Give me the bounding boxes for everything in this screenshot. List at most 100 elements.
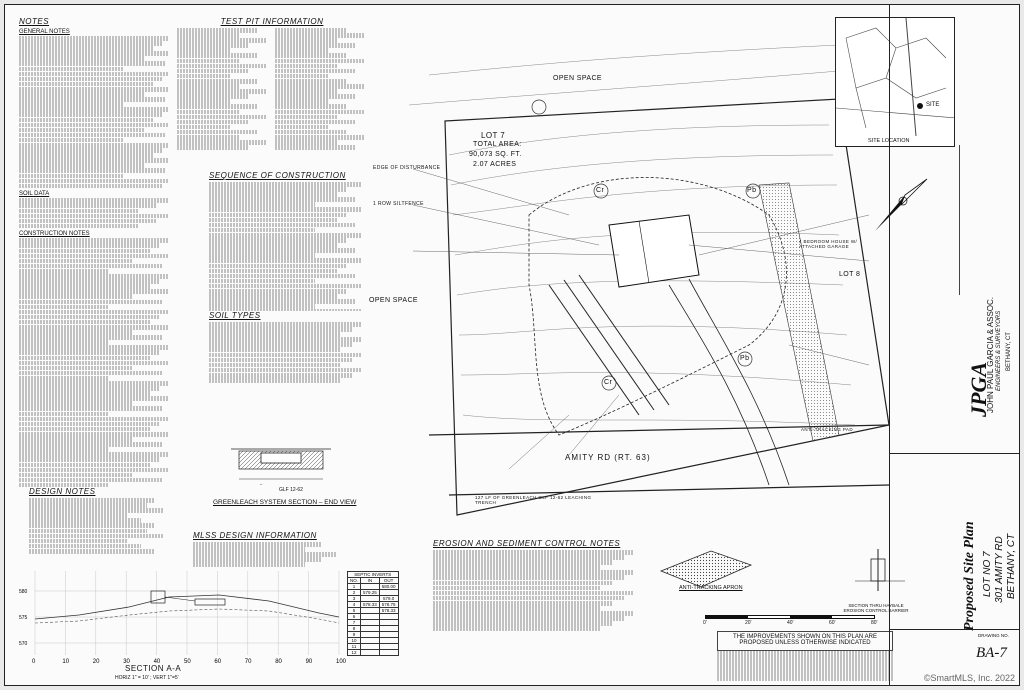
fine-print-line [177, 119, 249, 125]
fine-print-line [29, 498, 155, 503]
fine-print-line [177, 48, 231, 53]
fine-print-line [29, 528, 147, 534]
plan-lot-no: LOT NO 7 [982, 551, 993, 597]
greenleach-detail: ↔ GLF 12-62 GREENLEACH SYSTEM SECTION – … [201, 437, 371, 509]
fine-print-line [29, 513, 127, 518]
fine-print-line [19, 442, 163, 447]
fine-print-line [19, 153, 154, 158]
section-scale: HORIZ 1" = 10' ; VERT 1"=5' [115, 675, 179, 681]
lot7-total-area: TOTAL AREA: [473, 141, 522, 148]
fine-print-line [209, 342, 352, 347]
drawing-no: BA-7 [976, 645, 1007, 661]
fine-print-line [433, 616, 625, 621]
soil-pb-label-2: Pb [740, 355, 750, 362]
fine-print-line [19, 218, 157, 224]
fine-print-line [19, 158, 169, 163]
fine-print-line [19, 268, 109, 274]
fine-print-line [19, 223, 139, 229]
fine-print-line [209, 207, 361, 213]
fine-print-line [177, 104, 258, 109]
open-space-left: OPEN SPACE [369, 297, 418, 304]
fine-print-line [19, 340, 109, 345]
anti-tracking-label: ANTI-TRACKING PAD [801, 427, 853, 432]
fine-print-line [19, 467, 169, 473]
fine-print-line [19, 163, 145, 168]
erosion-title: EROSION AND SEDIMENT CONTROL NOTES [433, 539, 621, 548]
fine-print-line [209, 367, 361, 373]
fine-print-line [209, 362, 340, 368]
section-x-tick: 20 [93, 659, 100, 665]
soil-types-title: SOIL TYPES [209, 311, 261, 320]
fine-print-line [433, 595, 625, 601]
house-footprint [608, 214, 700, 288]
fine-print-line [29, 523, 155, 529]
fine-print-line [19, 462, 151, 468]
fine-print-line [19, 178, 169, 184]
fine-print-line [19, 381, 169, 386]
fine-print-line [209, 197, 355, 202]
fine-print-line [209, 304, 316, 309]
soil-types-block: SOIL TYPES [209, 311, 361, 387]
fine-print-line [209, 238, 346, 243]
fine-print-line [209, 352, 361, 358]
plan-city: BETHANY, CT [1006, 533, 1017, 599]
fine-print-line [19, 168, 166, 174]
fine-print-line [209, 187, 346, 192]
fine-print-line [275, 48, 329, 53]
fine-print-line [19, 401, 133, 406]
fine-print-line [19, 213, 169, 219]
fine-print-line [275, 129, 347, 135]
fine-print-line [19, 112, 163, 117]
revision-table [890, 145, 960, 295]
firm-sub: ENGINEERS & SURVEYORS [996, 310, 1002, 391]
construction-notes-text [19, 238, 169, 487]
leach-label: 127 LF OF GREENLEACH GLF 12-62 LEACHING … [475, 495, 592, 505]
fine-print-line [209, 283, 361, 289]
siltfence-label: 1 ROW SILTFENCE [373, 201, 424, 207]
fine-print-line [433, 560, 613, 565]
improvements-line1: THE IMPROVEMENTS SHOWN ON THIS PLAN ARE [733, 634, 877, 640]
fine-print-line [209, 322, 361, 327]
conservation-easement [758, 182, 840, 442]
fine-print-line [19, 365, 133, 371]
fine-print-line [433, 575, 625, 581]
open-space-top: OPEN SPACE [553, 75, 602, 82]
table-cell: 578.75 [378, 601, 399, 608]
fine-print-line [19, 208, 139, 214]
fine-print-line [19, 386, 160, 391]
section-x-tick: 50 [184, 659, 191, 665]
fine-print-line [275, 119, 356, 125]
fine-print-line [209, 337, 361, 342]
fine-print-line [19, 324, 169, 330]
fine-print-line [209, 268, 337, 274]
fine-print-line [19, 81, 154, 87]
table-cell: 578.33 [360, 601, 380, 608]
haybale-section-detail [855, 549, 905, 591]
fine-print-line [177, 68, 249, 74]
fine-print-line [19, 304, 109, 310]
fine-print-line [209, 217, 337, 223]
soil-pb-label-1: Pb [747, 187, 757, 194]
fine-print-line [29, 508, 164, 513]
fine-print-line [209, 309, 361, 311]
plan-drawing: OPEN SPACE OPEN SPACE LOT 7 TOTAL AREA: … [369, 15, 899, 535]
fine-print-line [19, 36, 169, 41]
section-x-tick: 90 [306, 659, 313, 665]
fine-print-line [433, 600, 613, 606]
fine-print-line [433, 580, 613, 586]
table-cell: 580.00 [378, 583, 399, 590]
plan-address: 301 AMITY RD [994, 536, 1005, 603]
fine-print-line [433, 585, 601, 591]
soil-cr-label-2: Cr [604, 379, 613, 386]
fine-print-line [19, 173, 124, 179]
edge-of-disturbance [528, 177, 787, 436]
fine-print-line [209, 332, 340, 337]
fine-print-line [19, 396, 169, 401]
fine-print-line [19, 294, 133, 299]
lot7-label: LOT 7 [481, 131, 506, 140]
fine-print-line [209, 253, 316, 258]
erosion-notes: EROSION AND SEDIMENT CONTROL NOTES [433, 539, 633, 631]
fine-print-line [19, 258, 133, 264]
fine-print-line [275, 28, 347, 33]
section-x-tick: 0 [32, 659, 36, 665]
